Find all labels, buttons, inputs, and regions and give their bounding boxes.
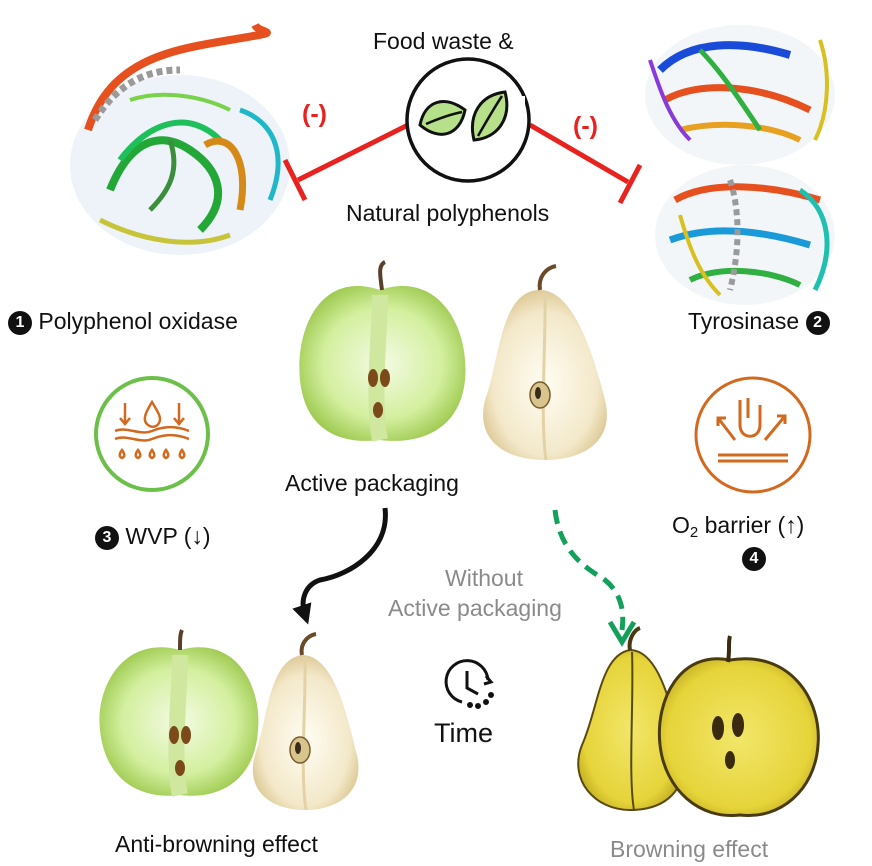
without-packaging-arrow <box>552 509 637 647</box>
inhibition-line-right <box>528 122 643 205</box>
number-badge-3: 3 <box>95 526 119 550</box>
wvp-text: WVP (↓) <box>125 523 211 549</box>
without-label-line2: Active packaging <box>388 595 562 621</box>
polyphenol-oxidase-structure <box>70 22 290 255</box>
tyrosinase-label: Tyrosinase 2 <box>688 308 830 335</box>
o2-text-rest: barrier (↑) <box>698 512 805 538</box>
number-badge-4: 4 <box>742 547 766 571</box>
without-label-line1: Without <box>445 565 523 591</box>
apple-fresh-bottom <box>99 629 259 797</box>
inhibition-line-left <box>282 122 410 202</box>
inhibition-sign-left: (-) <box>302 100 327 128</box>
tyrosinase-text: Tyrosinase <box>688 308 800 334</box>
wvp-label: 3 WVP (↓) <box>95 523 211 550</box>
o2-barrier-label: O2 barrier (↑) <box>672 512 804 546</box>
water-vapor-icon <box>94 376 210 492</box>
pear-fresh-bottom <box>252 632 359 811</box>
inhibition-sign-right: (-) <box>573 112 598 140</box>
apple-browned <box>657 635 820 818</box>
browning-label: Browning effect <box>610 836 769 862</box>
active-packaging-label: Active packaging <box>285 470 459 496</box>
pear-fresh-top <box>483 264 607 461</box>
o2-text-sub: 2 <box>689 524 699 541</box>
number-badge-2: 2 <box>805 311 830 335</box>
number-badge-1: 1 <box>8 311 32 335</box>
oxygen-barrier-icon <box>694 376 812 494</box>
o2-number-wrap: 4 <box>742 544 766 571</box>
time-label: Time <box>434 718 493 748</box>
clock-icon <box>444 659 494 709</box>
polyphenol-oxidase-label: 1 Polyphenol oxidase <box>8 308 238 335</box>
polyphenol-oxidase-text: Polyphenol oxidase <box>38 308 238 334</box>
natural-polyphenols-label: Natural polyphenols <box>346 200 550 226</box>
tyrosinase-structure <box>645 25 835 305</box>
o2-text-main: O <box>672 512 690 538</box>
food-waste-label: Food waste & <box>373 28 514 54</box>
apple-fresh-top <box>299 260 466 442</box>
leaf-icon <box>405 57 531 183</box>
active-packaging-arrow <box>292 507 388 625</box>
anti-browning-label: Anti-browning effect <box>115 831 318 857</box>
